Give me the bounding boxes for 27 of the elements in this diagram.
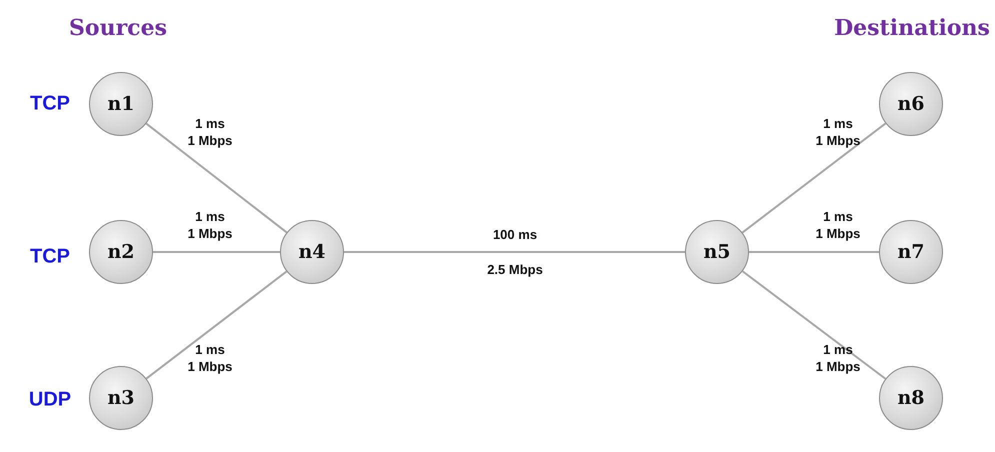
edge-label: 1 ms 1 Mbps xyxy=(816,341,860,375)
link-line xyxy=(153,251,280,253)
protocol-label: TCP xyxy=(30,92,70,116)
node-label: n2 xyxy=(107,241,135,263)
edge-label: 1 ms 1 Mbps xyxy=(188,208,232,242)
link-line xyxy=(344,251,685,253)
node-label: n4 xyxy=(298,241,326,263)
link-line xyxy=(146,122,288,234)
link-line xyxy=(749,251,879,253)
node-label: n8 xyxy=(897,387,925,409)
edge-label: 1 ms 1 Mbps xyxy=(188,341,232,375)
link-line xyxy=(742,122,886,234)
column-heading: Destinations xyxy=(834,15,990,41)
node-label: n1 xyxy=(107,93,135,115)
link-line xyxy=(742,270,886,380)
node-label: n7 xyxy=(897,241,925,263)
node-label: n6 xyxy=(897,93,925,115)
node-label: n3 xyxy=(107,387,135,409)
edge-label: 1 ms 1 Mbps xyxy=(816,208,860,242)
edge-label: 1 ms 1 Mbps xyxy=(816,115,860,149)
link-line xyxy=(146,270,288,380)
edge-label: 1 ms 1 Mbps xyxy=(188,115,232,149)
node-label: n5 xyxy=(703,241,731,263)
column-heading: Sources xyxy=(69,15,167,41)
protocol-label: TCP xyxy=(30,246,70,268)
protocol-label: UDP xyxy=(28,388,72,412)
edge-label: 100 ms 2.5 Mbps xyxy=(487,226,543,279)
